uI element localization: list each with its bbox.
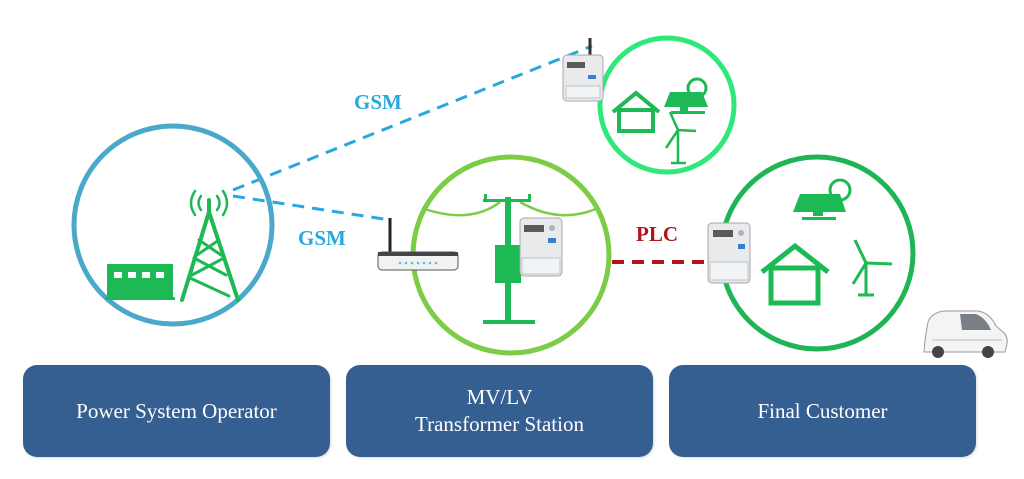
gsm-link-upper (232, 44, 593, 192)
box-label-line: MV/LV (466, 385, 533, 409)
wind-turbine-icon (851, 239, 893, 297)
wind-turbine-icon (664, 111, 697, 165)
gsm-label-upper: GSM (354, 90, 402, 114)
box-label-line: Power System Operator (76, 398, 277, 423)
transformer-station-box: MV/LV Transformer Station (346, 365, 653, 457)
solar-panel-icon (793, 178, 852, 220)
prosumer-ring (597, 35, 737, 175)
box-label-line: Final Customer (757, 398, 888, 423)
gsm-label-lower: GSM (298, 226, 346, 250)
smart-meter-icon (519, 217, 563, 277)
utility-pole-icon (483, 194, 535, 324)
gsm-link-lower (232, 194, 391, 222)
operator-ring (71, 123, 275, 327)
smart-meter-icon (562, 38, 604, 102)
house-icon (760, 242, 830, 306)
radio-tower-icon (180, 189, 240, 302)
final-customer-box: Final Customer (669, 365, 976, 457)
box-label-line: Transformer Station (415, 412, 584, 436)
plc-label: PLC (636, 222, 678, 246)
electric-van-icon (923, 310, 1008, 358)
power-line (421, 200, 599, 217)
smart-meter-icon (707, 222, 751, 284)
control-building-icon (105, 264, 175, 300)
power-system-operator-box: Power System Operator (23, 365, 330, 457)
house-icon (611, 90, 661, 133)
solar-panel-icon (664, 77, 708, 114)
router-icon (377, 218, 459, 271)
